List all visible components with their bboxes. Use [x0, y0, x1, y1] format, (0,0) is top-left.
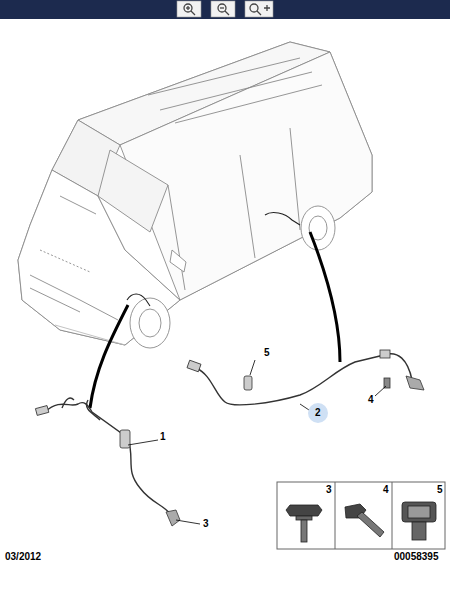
- callout-number: 1: [160, 431, 166, 443]
- table-cell-number: 4: [383, 484, 389, 496]
- callout-number: 5: [264, 347, 270, 359]
- callout-number: 3: [203, 518, 209, 530]
- leader-curves: [90, 232, 340, 408]
- wire-on-van: [127, 213, 300, 306]
- screw-icon: [345, 504, 384, 537]
- date-note: 03/2012: [5, 551, 41, 563]
- toolbar-icons: [177, 1, 273, 17]
- table-cell-number: 5: [437, 484, 443, 496]
- toolbar: [0, 0, 450, 19]
- callout-number: 4: [368, 394, 374, 406]
- sensor-connector: [187, 350, 424, 390]
- table-cell-number: 3: [326, 484, 332, 496]
- parts-table: [277, 482, 445, 549]
- document-number: 00058395: [394, 551, 439, 563]
- screw-icon: [286, 505, 322, 542]
- sensor-cable-1: [45, 398, 172, 516]
- sensor-cable-2: [196, 354, 412, 405]
- callout-highlight: [308, 403, 328, 423]
- van-illustration: [18, 42, 372, 348]
- callout-number: 2: [315, 407, 321, 419]
- clip-icon: [402, 502, 436, 540]
- sensor-connector: [35, 406, 180, 526]
